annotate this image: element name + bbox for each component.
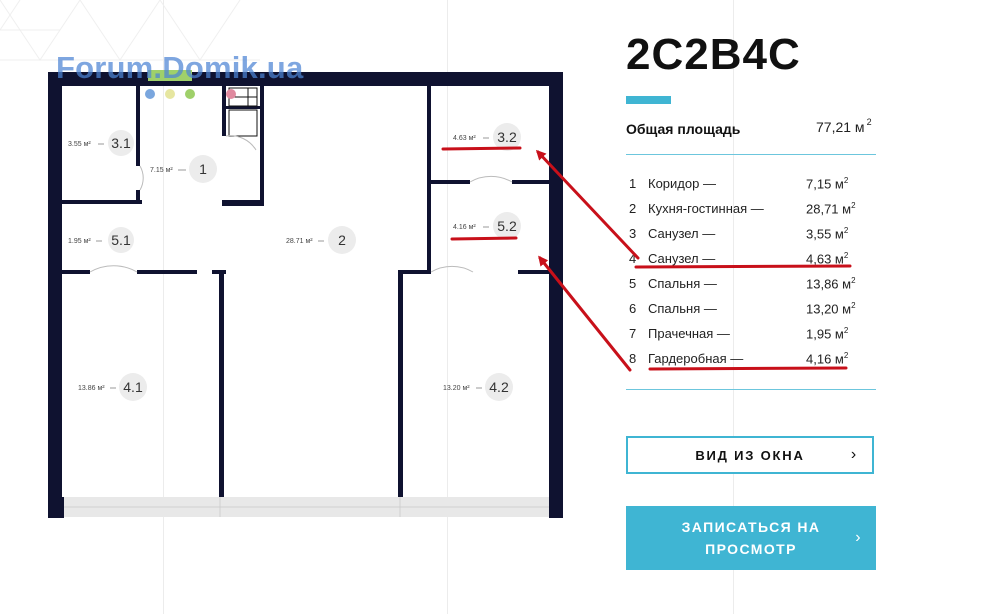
room-label-5.1: 1.95 м² 5.1 xyxy=(68,227,134,253)
bg-grid-line xyxy=(447,0,448,614)
room-label-4.1: 13.86 м² 4.1 xyxy=(78,373,147,401)
svg-text:4.63 м²: 4.63 м² xyxy=(453,135,476,142)
room-label-3.2: 4.63 м² 3.2 xyxy=(453,123,521,151)
svg-text:4.16 м²: 4.16 м² xyxy=(453,224,476,231)
window-view-button[interactable]: ВИД ИЗ ОКНА › xyxy=(626,436,874,474)
page-title: 2C2B4C xyxy=(626,30,801,79)
svg-text:7.15 м²: 7.15 м² xyxy=(150,167,173,174)
room-label-3.1: 3.55 м² 3.1 xyxy=(68,130,134,156)
divider-bottom xyxy=(626,389,876,390)
room-label-2: 28.71 м² 2 xyxy=(286,226,356,254)
svg-text:3.2: 3.2 xyxy=(497,129,517,145)
book-viewing-button[interactable]: ЗАПИСАТЬСЯ НА ПРОСМОТР › xyxy=(626,506,876,570)
title-accent-bar xyxy=(626,96,671,104)
svg-text:1: 1 xyxy=(199,161,207,177)
svg-text:2: 2 xyxy=(338,232,346,248)
bg-grid-line xyxy=(163,0,164,614)
chevron-right-icon: › xyxy=(850,446,858,463)
svg-text:4.2: 4.2 xyxy=(489,379,509,395)
window-view-button-label: ВИД ИЗ ОКНА xyxy=(695,447,805,463)
svg-text:1.95 м²: 1.95 м² xyxy=(68,238,91,245)
svg-text:28.71 м²: 28.71 м² xyxy=(286,238,313,245)
svg-text:3.55 м²: 3.55 м² xyxy=(68,141,91,148)
svg-text:5.1: 5.1 xyxy=(111,232,131,248)
room-label-4.2: 13.20 м² 4.2 xyxy=(443,373,513,401)
room-label-5.2: 4.16 м² 5.2 xyxy=(453,212,521,240)
bg-triangle-pattern xyxy=(0,0,260,61)
floor-plan: 3.55 м² 3.1 7.15 м² 1 1.95 м² 5.1 28.71 … xyxy=(48,70,563,518)
door-swings xyxy=(89,135,513,273)
room-label-1: 7.15 м² 1 xyxy=(150,155,217,183)
chevron-right-icon: › xyxy=(855,529,862,546)
total-area-label: Общая площадь xyxy=(626,121,741,137)
svg-text:3.1: 3.1 xyxy=(111,135,131,151)
divider-top xyxy=(626,154,876,155)
watermark-dots xyxy=(145,70,236,99)
svg-text:13.86 м²: 13.86 м² xyxy=(78,385,105,392)
svg-text:5.2: 5.2 xyxy=(497,218,517,234)
svg-text:13.20 м²: 13.20 м² xyxy=(443,385,470,392)
bg-grid-line xyxy=(733,0,734,614)
watermark-text: Forum.Domik.ua xyxy=(56,50,304,85)
book-viewing-button-label: ЗАПИСАТЬСЯ НА ПРОСМОТР xyxy=(681,519,821,557)
svg-text:4.1: 4.1 xyxy=(123,379,143,395)
